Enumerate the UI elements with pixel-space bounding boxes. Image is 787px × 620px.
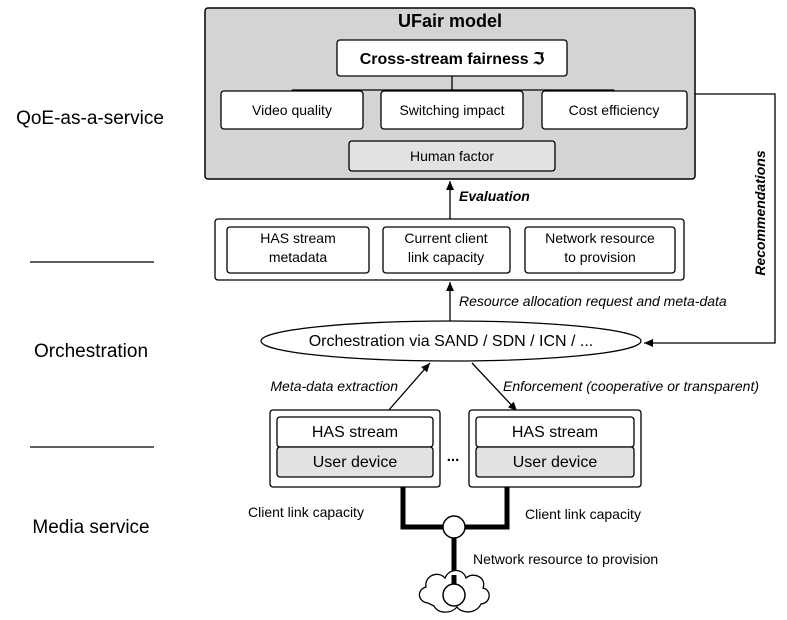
network-node-icon	[442, 515, 466, 539]
client-link-left	[400, 487, 443, 530]
enforcement-arrow	[471, 362, 518, 412]
metadata-has-stream-line1: HAS stream	[260, 230, 335, 246]
has-stream-label-right: HAS stream	[512, 424, 598, 441]
recommendations-arrow	[644, 93, 776, 347]
metadata-box-network-resource	[524, 226, 676, 274]
metadata-network-resource-line1: Network resource	[545, 230, 655, 246]
orchestrator-ellipse	[260, 320, 642, 362]
layer-label-qoe: QoE-as-a-service	[16, 108, 164, 129]
layer-label-media: Media service	[32, 517, 149, 538]
metric-box-cost-efficiency	[541, 90, 688, 130]
human-factor-label: Human factor	[410, 148, 494, 164]
evaluation-label: Evaluation	[459, 188, 530, 204]
extraction-arrow	[387, 362, 431, 412]
cloud-node-icon	[442, 583, 466, 607]
user-device-label-right: User device	[513, 454, 598, 471]
has-stream-label-left: HAS stream	[312, 424, 398, 441]
ufair-model-title: UFair model	[398, 11, 502, 31]
recommendations-label: Recommendations	[752, 150, 768, 275]
clients-ellipsis: ...	[447, 448, 460, 465]
metric-label-video-quality: Video quality	[252, 102, 332, 118]
network-resource-label: Network resource to provision	[473, 551, 658, 567]
metric-label-cost-efficiency: Cost efficiency	[569, 102, 660, 118]
user-device-box-right	[475, 446, 635, 478]
orchestrator-label: Orchestration via SAND / SDN / ICN / ...	[309, 333, 594, 350]
metadata-has-stream-line2: metadata	[269, 249, 328, 265]
cross-stream-fairness-label: Cross-stream fairness ℑ	[360, 51, 545, 68]
client-link-label-left: Client link capacity	[248, 504, 364, 520]
user-device-box-left	[276, 446, 434, 478]
client-link-right	[465, 487, 510, 530]
request-label: Resource allocation request and meta-dat…	[459, 293, 727, 309]
layer-label-orchestration: Orchestration	[34, 341, 148, 362]
user-device-label-left: User device	[313, 454, 398, 471]
metadata-network-resource-line2: to provision	[564, 249, 636, 265]
metadata-box-has-stream	[226, 226, 370, 274]
human-factor-box	[348, 140, 556, 172]
metric-box-video-quality	[220, 90, 364, 130]
extraction-label: Meta-data extraction	[270, 378, 398, 394]
enforcement-label: Enforcement (cooperative or transparent)	[503, 378, 759, 394]
metadata-client-link-line1: Current client	[404, 230, 487, 246]
metric-label-switching-impact: Switching impact	[399, 102, 504, 118]
client-link-label-right: Client link capacity	[525, 506, 641, 522]
metadata-client-link-line2: link capacity	[408, 249, 484, 265]
metric-box-switching-impact	[380, 90, 524, 130]
metadata-box-client-link	[382, 226, 511, 274]
